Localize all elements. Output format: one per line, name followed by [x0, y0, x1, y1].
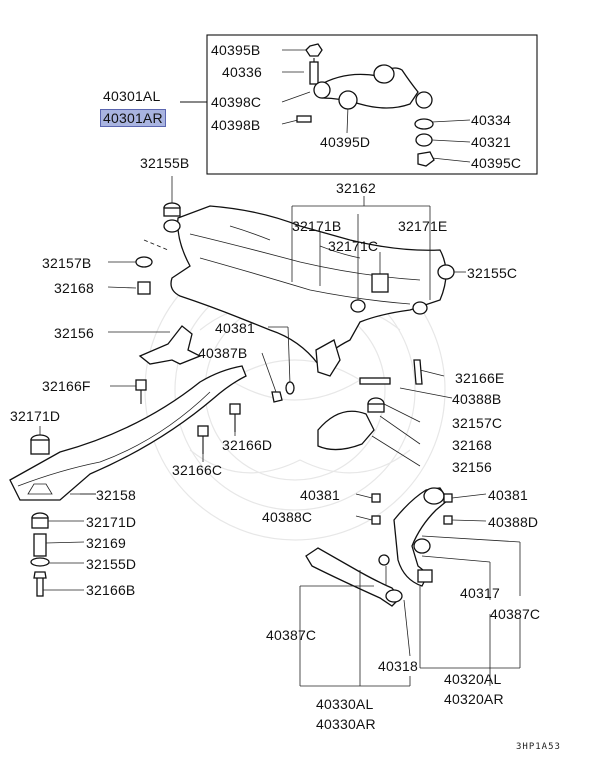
upper-arm-group-box: [206, 34, 538, 175]
label-32166B: 32166B: [86, 582, 136, 598]
label-40301AL: 40301AL: [103, 88, 161, 104]
label-32166C: 32166C: [172, 462, 223, 478]
label-32155C: 32155C: [467, 265, 518, 281]
label-32171E: 32171E: [398, 218, 448, 234]
label-32171D-lower: 32171D: [86, 514, 137, 530]
left-bushings: [135, 202, 455, 295]
label-40320AR: 40320AR: [444, 691, 504, 707]
label-32158: 32158: [96, 487, 136, 503]
label-32171C: 32171C: [328, 238, 379, 254]
crossmember-32162: [163, 205, 447, 366]
upper-arm-leaders: [281, 49, 471, 163]
diagram-code: 3HP1A53: [516, 742, 561, 752]
lower-leaders: [299, 493, 521, 687]
label-40398B: 40398B: [211, 117, 261, 133]
label-40398C: 40398C: [211, 94, 262, 110]
label-40395D: 40395D: [320, 134, 371, 150]
label-40330AR: 40330AR: [316, 716, 376, 732]
label-32157B: 32157B: [42, 255, 92, 271]
label-32156-upper: 32156: [54, 325, 94, 341]
label-40317: 40317: [460, 585, 500, 601]
bracket-32156-left: [138, 325, 202, 365]
label-32171D-upper: 32171D: [10, 408, 61, 424]
label-32162: 32162: [336, 180, 376, 196]
label-32169: 32169: [86, 535, 126, 551]
middle-link-parts: [261, 326, 453, 403]
label-40388D: 40388D: [488, 514, 539, 530]
label-40387C-right: 40387C: [490, 606, 541, 622]
label-32166E: 32166E: [455, 370, 505, 386]
label-32168-upper: 32168: [54, 280, 94, 296]
label-32155D: 32155D: [86, 556, 137, 572]
label-40320AL: 40320AL: [444, 671, 502, 687]
label-40387B: 40387B: [198, 345, 248, 361]
lower-arm-parts: [305, 487, 453, 607]
label-40301AR-highlighted[interactable]: 40301AR: [100, 109, 166, 127]
label-40395B: 40395B: [211, 42, 261, 58]
misc-leaders: [92, 454, 204, 495]
label-40334: 40334: [471, 112, 511, 128]
label-32166D: 32166D: [222, 437, 273, 453]
label-40388B: 40388B: [452, 391, 502, 407]
right-bracket-parts: [317, 397, 421, 467]
label-32166F: 32166F: [42, 378, 91, 394]
label-40388C: 40388C: [262, 509, 313, 525]
label-40381-right: 40381: [488, 487, 528, 503]
label-32157C: 32157C: [452, 415, 503, 431]
lower-left-hardware: [30, 379, 241, 597]
label-40330AL: 40330AL: [316, 696, 374, 712]
label-32168-lower: 32168: [452, 437, 492, 453]
label-32171B: 32171B: [292, 218, 342, 234]
label-40318: 40318: [378, 658, 418, 674]
label-40395C: 40395C: [471, 155, 522, 171]
label-40336: 40336: [222, 64, 262, 80]
label-40381-left: 40381: [300, 487, 340, 503]
label-40321: 40321: [471, 134, 511, 150]
label-32156-lower: 32156: [452, 459, 492, 475]
label-40381-upper: 40381: [215, 320, 255, 336]
label-40387C-left: 40387C: [266, 627, 317, 643]
label-32155B: 32155B: [140, 155, 190, 171]
upper-arm-parts: [296, 43, 435, 167]
